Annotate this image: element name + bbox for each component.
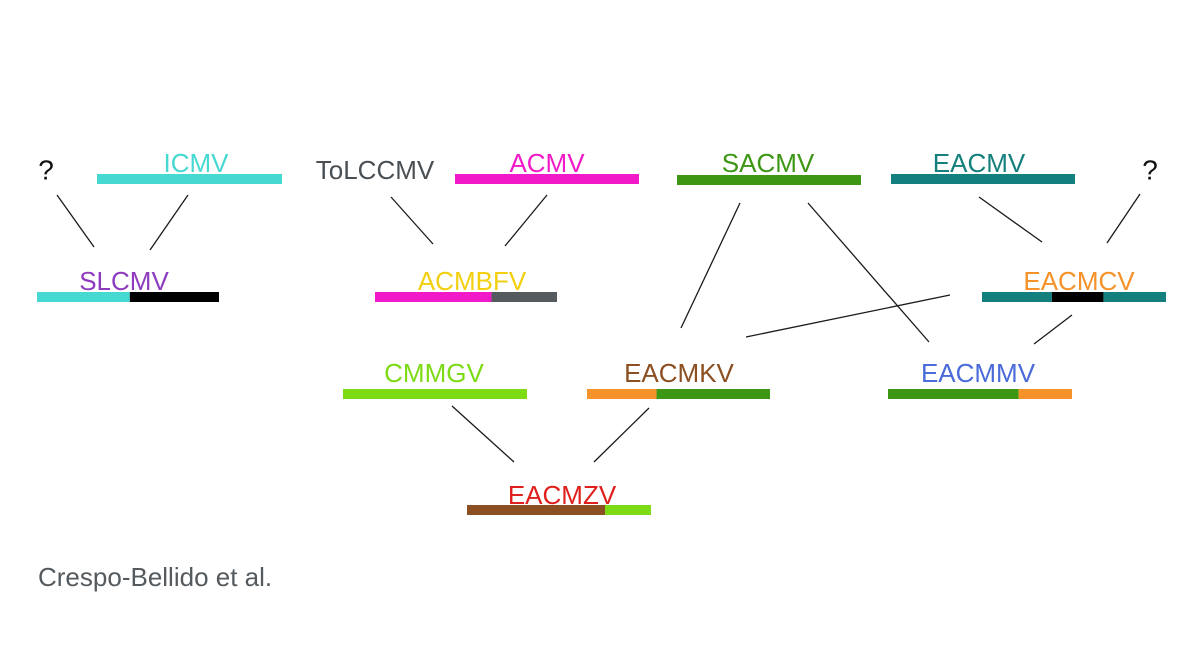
unknown-left-marker: ? <box>38 154 54 185</box>
genome-segment-eacmmv-2 <box>1018 389 1072 399</box>
virus-eacmmv: EACMMV <box>888 358 1072 399</box>
relation-line-unknown-right-to-eacmcv <box>1106 193 1141 244</box>
relation-line-sacmv-to-eacmkv <box>680 202 741 329</box>
virus-cmmgv: CMMGV <box>343 358 527 399</box>
genome-segment-acmv-1 <box>455 174 639 184</box>
virus-eacmcv: EACMCV <box>982 266 1166 302</box>
virus-label-cmmgv: CMMGV <box>384 358 484 388</box>
relation-line-sacmv-to-eacmmv <box>807 202 930 343</box>
genome-segment-acmbfv-2 <box>491 292 557 302</box>
credit-text: Crespo-Bellido et al. <box>38 562 273 592</box>
unknown-right-marker: ? <box>1142 154 1158 185</box>
virus-label-eacmcv: EACMCV <box>1023 266 1135 296</box>
virus-slcmv: SLCMV <box>37 266 219 302</box>
genome-segment-eacmcv-3 <box>1103 292 1166 302</box>
virus-label-eacmmv: EACMMV <box>921 358 1036 388</box>
genome-segment-eacmkv-1 <box>587 389 657 399</box>
genome-segment-eacmmv-1 <box>888 389 1019 399</box>
virus-eacmzv: EACMZV <box>467 480 651 515</box>
genome-segment-cmmgv-1 <box>343 389 527 399</box>
virus-label-sacmv: SACMV <box>722 148 815 178</box>
virus-label-acmv: ACMV <box>509 148 585 178</box>
virus-eacmkv: EACMKV <box>587 358 770 399</box>
virus-label-eacmzv: EACMZV <box>508 480 617 510</box>
virus-label-slcmv: SLCMV <box>79 266 169 296</box>
genome-segment-slcmv-1 <box>37 292 130 302</box>
relation-line-eacmcv-to-eacmmv <box>1033 314 1073 345</box>
relation-line-acmv-to-acmbfv <box>504 194 548 247</box>
virus-acmv: ACMV <box>455 148 639 184</box>
genome-segment-eacmzv-2 <box>605 505 651 515</box>
relation-lines <box>56 193 1141 463</box>
genome-segment-icmv-1 <box>97 174 282 184</box>
relation-line-tolccmv-to-acmbfv <box>390 196 434 245</box>
virus-label-eacmkv: EACMKV <box>624 358 734 388</box>
virus-eacmv: EACMV <box>891 148 1075 184</box>
virus-label-tolccmv: ToLCCMV <box>316 155 435 185</box>
virus-label-icmv: ICMV <box>164 148 230 178</box>
virus-acmbfv: ACMBFV <box>375 266 557 302</box>
relation-line-eacmcv-to-eacmkv <box>745 294 951 338</box>
genome-segment-eacmcv-2 <box>1051 292 1104 302</box>
relation-line-eacmkv-to-eacmzv <box>593 407 650 463</box>
genome-segment-sacmv-1 <box>677 175 861 185</box>
genome-segment-eacmkv-2 <box>656 389 770 399</box>
relation-line-unknown-left-to-slcmv <box>56 194 95 248</box>
virus-sacmv: SACMV <box>677 148 861 185</box>
relation-line-eacmv-to-eacmcv <box>978 196 1043 243</box>
genome-segment-acmbfv-1 <box>375 292 492 302</box>
relation-line-cmmgv-to-eacmzv <box>451 405 515 463</box>
virus-tolccmv: ToLCCMV <box>316 155 435 185</box>
virus-label-eacmv: EACMV <box>933 148 1026 178</box>
relation-line-icmv-to-slcmv <box>149 194 189 251</box>
virus-icmv: ICMV <box>97 148 282 184</box>
virus-label-acmbfv: ACMBFV <box>418 266 527 296</box>
genome-segment-eacmcv-1 <box>982 292 1052 302</box>
genome-segment-slcmv-2 <box>129 292 219 302</box>
genome-segment-eacmzv-1 <box>467 505 605 515</box>
genome-segment-eacmv-1 <box>891 174 1075 184</box>
